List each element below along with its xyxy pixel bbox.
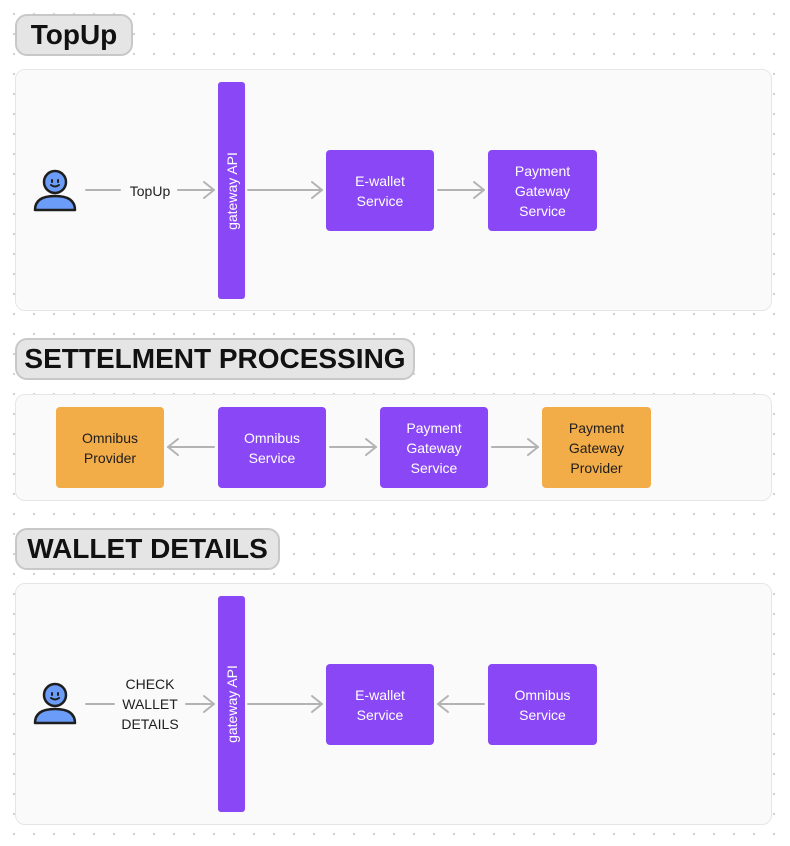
wallet-details-gateway-api: gateway API [218,596,245,812]
wallet-details-edge-label: CHECK WALLET DETAILS [114,674,186,734]
node-line: Provider [83,449,137,466]
wallet-details-omnibus-service: Omnibus Service [488,664,597,745]
node-line: Payment [568,419,625,436]
node-line: Service [519,706,566,723]
payment-gateway-provider: Payment Gateway Provider [542,407,651,488]
settlement-payment-gateway-service: Payment Gateway Service [380,407,488,488]
node-line: E-wallet [355,686,405,703]
wallet-details-ewallet-service: E-wallet Service [326,664,434,745]
settlement-omnibus-service: Omnibus Service [218,407,326,488]
node-line: Service [248,449,296,466]
node-line: Provider [570,459,623,476]
topup-gateway-label: gateway API [223,151,240,230]
node-line: Payment [514,162,571,179]
topup-ewallet-service: E-wallet Service [326,150,434,231]
settlement-section-title: SETTELMENT PROCESSING [15,338,415,380]
topup-gateway-api: gateway API [218,82,245,299]
wallet-details-section-title: WALLET DETAILS [15,528,280,570]
node-line: Omnibus [514,686,571,703]
node-line: Gateway [514,182,571,199]
node-line: Payment [406,419,462,436]
topup-section-title: TopUp [15,14,133,56]
topup-edge-label: TopUp [120,181,180,201]
node-line: Omnibus [243,429,301,446]
node-line: Service [356,192,404,209]
edge-label-line: CHECK [125,676,175,692]
node-line: Gateway [568,439,625,456]
wallet-details-user-icon [33,682,77,725]
node-line: Omnibus [81,429,139,446]
wallet-details-gateway-label: gateway API [223,665,240,743]
topup-edge-label-text: TopUp [129,183,171,199]
node-line: Service [410,459,458,476]
node-line: E-wallet [355,172,405,189]
topup-payment-gateway-service: Payment Gateway Service [488,150,597,231]
topup-user-icon [33,169,77,212]
edge-label-line: WALLET [122,696,178,712]
node-line: Gateway [406,439,462,456]
node-line: Service [356,706,404,723]
node-line: Service [519,202,566,219]
omnibus-provider: Omnibus Provider [56,407,164,488]
edge-label-line: DETAILS [121,716,179,732]
